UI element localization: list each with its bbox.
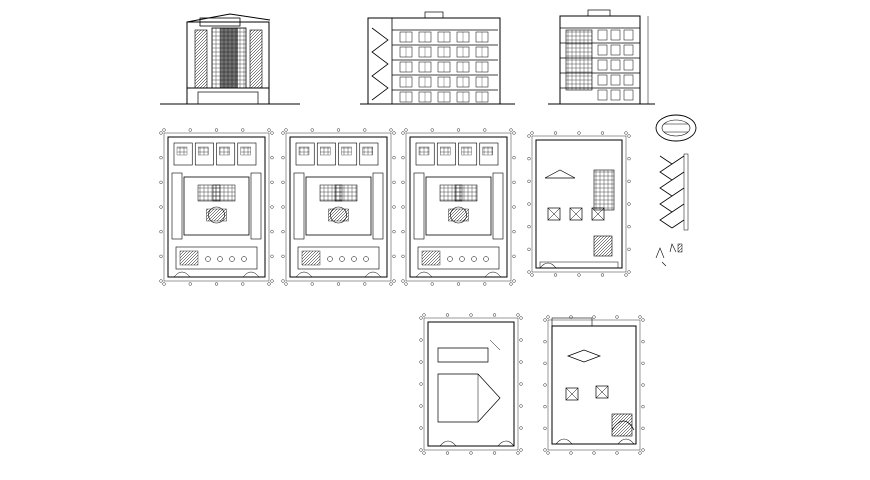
front-elevation [160, 13, 300, 105]
floor-plan-3 [405, 132, 512, 282]
ground-plan [531, 135, 627, 273]
floor-plan-1 [163, 132, 270, 282]
stair-details [655, 114, 697, 267]
section-b [548, 9, 655, 105]
floor-plan-2 [285, 132, 392, 282]
dimension-lines [159, 128, 645, 455]
roof-plan [423, 317, 519, 451]
section-a [360, 11, 515, 105]
basement-plan [547, 317, 641, 451]
